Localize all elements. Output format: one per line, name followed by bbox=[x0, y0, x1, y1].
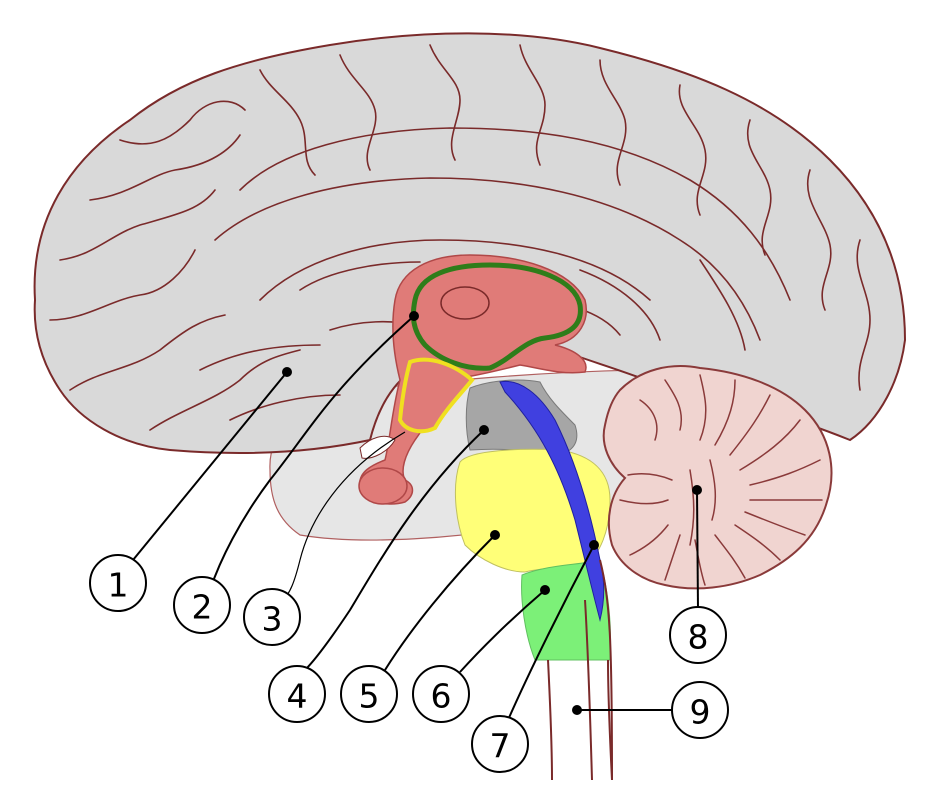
leader-line-7 bbox=[507, 544, 595, 721]
pointer-dot-2 bbox=[409, 311, 419, 321]
leader-line-4 bbox=[304, 429, 485, 671]
spinal-cord-outline bbox=[599, 559, 613, 781]
pointer-dot-9 bbox=[572, 705, 582, 715]
callout-4: 4 bbox=[268, 665, 326, 723]
callout-label-2: 2 bbox=[192, 588, 213, 627]
cerebral-cortex bbox=[33, 32, 907, 454]
callout-1: 1 bbox=[89, 554, 147, 612]
pointer-dot-4 bbox=[479, 425, 489, 435]
callout-label-6: 6 bbox=[431, 677, 452, 716]
callout-label-5: 5 bbox=[359, 677, 380, 716]
callout-label-1: 1 bbox=[108, 566, 129, 605]
leader-line-2 bbox=[209, 315, 415, 591]
pointer-dot-1 bbox=[282, 367, 292, 377]
hypothalamus bbox=[397, 357, 475, 434]
callout-5: 5 bbox=[340, 665, 398, 723]
callout-label-8: 8 bbox=[688, 618, 709, 657]
callout-2: 2 bbox=[173, 576, 231, 634]
leader-line-6 bbox=[459, 589, 546, 673]
pointer-dot-8 bbox=[692, 485, 702, 495]
pituitary-gland bbox=[358, 467, 408, 505]
cortical-sulci bbox=[49, 44, 871, 431]
callout-6: 6 bbox=[412, 665, 470, 723]
callout-label-4: 4 bbox=[287, 677, 308, 716]
cerebral-aqueduct bbox=[499, 380, 605, 621]
cerebellar-folia bbox=[619, 374, 823, 586]
leader-lines bbox=[132, 315, 699, 721]
callout-8: 8 bbox=[669, 606, 727, 664]
pointer-dot-7 bbox=[589, 540, 599, 550]
callout-label-7: 7 bbox=[490, 727, 511, 766]
callout-label-3: 3 bbox=[262, 600, 283, 639]
leader-line-8 bbox=[696, 489, 699, 611]
callout-3: 3 bbox=[243, 588, 301, 646]
callout-label-9: 9 bbox=[690, 693, 711, 732]
callout-7: 7 bbox=[471, 715, 529, 773]
pointer-dot-6 bbox=[540, 585, 550, 595]
leader-line-1 bbox=[132, 371, 288, 561]
leader-line-3 bbox=[281, 431, 406, 601]
pointer-dots bbox=[282, 311, 702, 715]
callout-9: 9 bbox=[671, 681, 729, 739]
interthalamic-adhesion bbox=[440, 286, 490, 320]
pointer-dot-5 bbox=[490, 530, 500, 540]
leader-line-5 bbox=[384, 534, 496, 671]
